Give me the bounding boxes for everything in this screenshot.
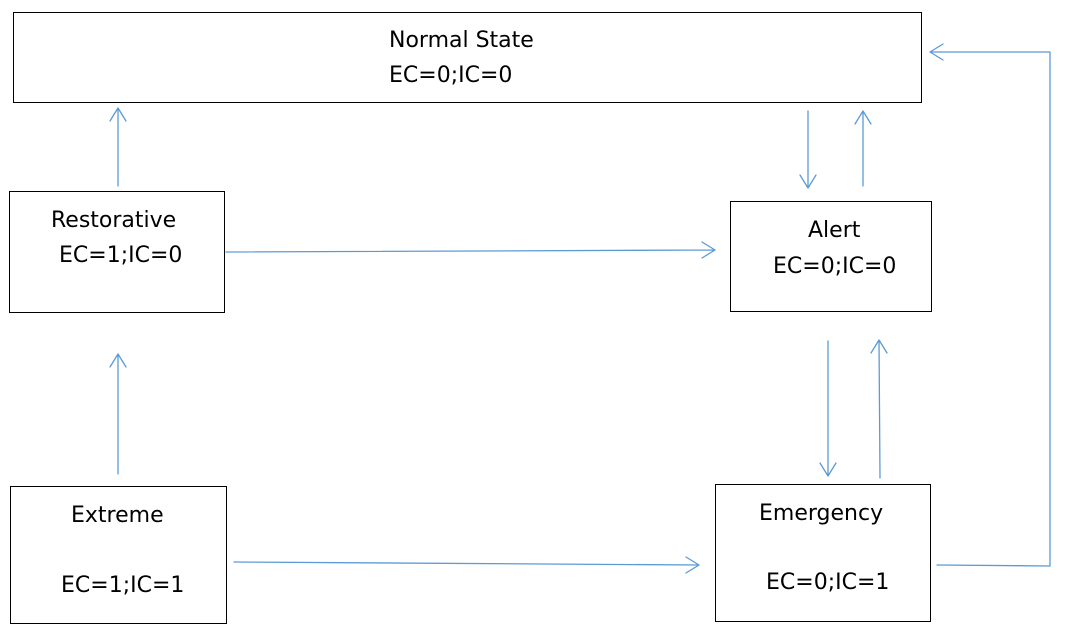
alert-state-title: Alert	[808, 218, 861, 243]
arrow-normal-to-alert	[799, 110, 817, 189]
emergency-state-condition: EC=0;IC=1	[766, 570, 890, 595]
alert-state-box	[730, 201, 932, 312]
normal-state-condition: EC=0;IC=0	[389, 63, 513, 88]
arrow-extreme-to-restorative	[109, 353, 127, 475]
arrow-emergency-to-normal	[929, 43, 1051, 567]
extreme-state-title: Extreme	[71, 503, 164, 528]
normal-state-box	[13, 12, 922, 103]
restorative-state-title: Restorative	[51, 208, 177, 233]
restorative-state-condition: EC=1;IC=0	[59, 243, 183, 268]
arrow-extreme-to-emergency	[233, 556, 700, 574]
arrow-restorative-to-alert	[225, 241, 716, 259]
arrow-alert-to-normal	[854, 110, 872, 187]
restorative-state-box	[9, 191, 225, 313]
arrow-alert-to-emergency	[819, 340, 837, 477]
arrow-restorative-to-normal	[109, 107, 127, 187]
emergency-state-box	[715, 484, 931, 622]
alert-state-condition: EC=0;IC=0	[773, 254, 897, 279]
extreme-state-condition: EC=1;IC=1	[61, 573, 185, 598]
extreme-state-box	[10, 486, 227, 624]
normal-state-title: Normal State	[389, 28, 534, 53]
emergency-state-title: Emergency	[759, 501, 884, 526]
arrow-emergency-to-alert	[870, 339, 888, 479]
